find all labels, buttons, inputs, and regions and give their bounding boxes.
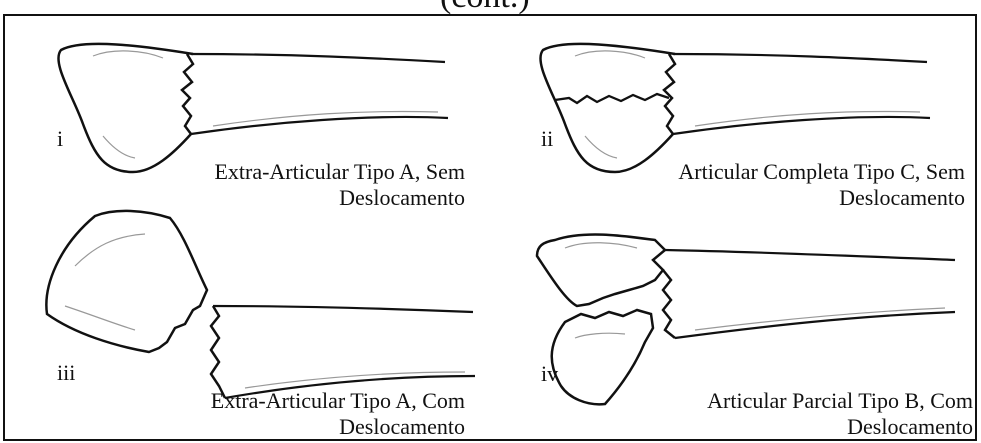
- caption-ii-line1: Articular Completa Tipo C, Sem: [565, 159, 965, 185]
- bone-shading: [575, 51, 920, 158]
- caption-iv-line2: Deslocamento: [565, 414, 973, 440]
- articular-split-line: [555, 94, 669, 103]
- bone-shading: [65, 234, 465, 388]
- shaft-fracture-edge: [663, 270, 675, 338]
- caption-iii-line2: Deslocamento: [155, 414, 465, 440]
- panel-label-iv: iv: [541, 361, 558, 387]
- caption-iv: Articular Parcial Tipo B, Com Deslocamen…: [565, 388, 973, 440]
- panel-label-iii: iii: [57, 360, 75, 386]
- bone-shading: [93, 51, 438, 158]
- dorsal-fragment-outline: [537, 235, 665, 306]
- panel-label-i: i: [57, 126, 63, 152]
- bone-drawing-iii: [35, 206, 485, 406]
- diagram-frame: i Extra-Articular Tipo A, Sem Deslocamen…: [3, 14, 977, 441]
- caption-ii-line2: Deslocamento: [565, 185, 965, 211]
- shaft-bottom-edge: [673, 117, 930, 134]
- transverse-fracture-line: [664, 54, 675, 134]
- shaft-bottom-edge: [675, 312, 955, 338]
- caption-ii: Articular Completa Tipo C, Sem Deslocame…: [565, 159, 965, 211]
- shaft-top-edge: [665, 250, 955, 260]
- shaft-top-edge: [213, 306, 473, 312]
- shaft-top-edge: [191, 54, 445, 62]
- caption-iii-line1: Extra-Articular Tipo A, Com: [155, 388, 465, 414]
- fracture-line: [182, 54, 193, 134]
- fracture-line: [211, 306, 225, 398]
- panel-label-ii: ii: [541, 126, 553, 152]
- shaft-top-edge: [673, 54, 927, 62]
- shaft-bottom-edge: [191, 117, 448, 134]
- caption-iii: Extra-Articular Tipo A, Com Deslocamento: [155, 388, 465, 440]
- distal-fragment-outline: [540, 44, 675, 172]
- caption-i-line1: Extra-Articular Tipo A, Sem: [155, 159, 465, 185]
- caption-i: Extra-Articular Tipo A, Sem Deslocamento: [155, 159, 465, 211]
- caption-iv-line1: Articular Parcial Tipo B, Com: [565, 388, 973, 414]
- distal-fragment-outline: [58, 44, 193, 172]
- distal-fragment-outline: [46, 211, 207, 352]
